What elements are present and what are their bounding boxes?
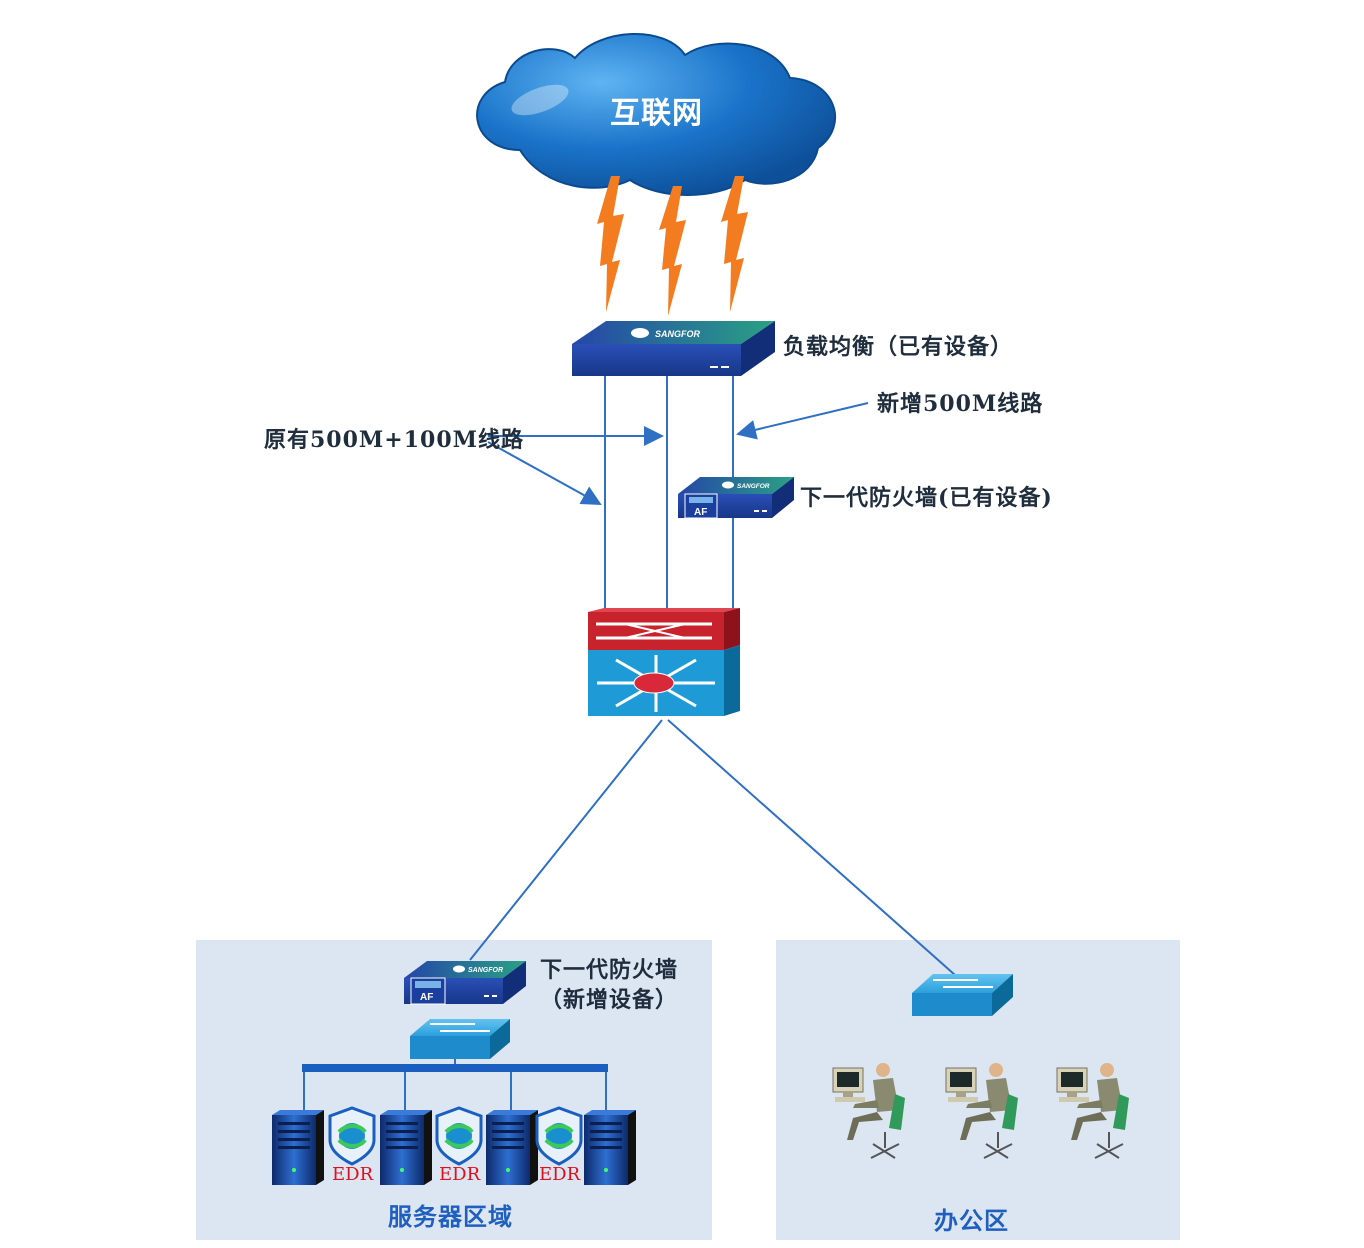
new-line-label: 新增500M线路 — [877, 391, 1044, 417]
link-line — [667, 719, 956, 976]
server-bus — [302, 1059, 608, 1112]
brand-text: SANGFOR — [655, 329, 701, 339]
server-tower-icon — [584, 1110, 636, 1185]
access-switch-office — [912, 974, 1013, 1016]
svg-text:SANGFOR: SANGFOR — [468, 967, 503, 974]
lightning-bolt-icon — [659, 186, 686, 316]
firewall-existing-label: 下一代防火墙(已有设备) — [800, 485, 1053, 511]
lightning-bolt-icon — [721, 176, 748, 312]
internet-cloud — [476, 33, 836, 196]
office-zone-label: 办公区 — [934, 1206, 1009, 1235]
sangfor-logo-icon — [631, 328, 649, 338]
link-line — [469, 719, 663, 961]
downlink-lines — [469, 719, 956, 976]
svg-text:SANGFOR: SANGFOR — [737, 483, 770, 490]
edr-group: EDR EDR EDR — [328, 1106, 583, 1185]
server-zone-label: 服务器区域 — [388, 1202, 513, 1231]
access-switch-server — [410, 1019, 510, 1059]
uplink-lines — [604, 376, 734, 612]
workstation-user-icon — [945, 1063, 1018, 1159]
edr-shield-icon: EDR — [535, 1106, 583, 1185]
edr-badge: EDR — [332, 1164, 374, 1185]
workstation-user-icon — [832, 1063, 905, 1159]
load-balancer-label: 负载均衡（已有设备） — [783, 334, 1014, 360]
server-tower-icon — [272, 1110, 324, 1185]
edr-badge: EDR — [439, 1164, 481, 1185]
firewall-new-label-line2: （新增设备） — [540, 987, 679, 1013]
arrow-original-left — [487, 441, 602, 505]
firewall-existing-device: SANGFOR AF — [678, 477, 794, 519]
sangfor-logo-icon — [722, 481, 734, 489]
server-group — [272, 1110, 636, 1185]
server-tower-icon — [380, 1110, 432, 1185]
edr-shield-icon: EDR — [328, 1106, 376, 1185]
workstation-group — [832, 1063, 1129, 1159]
original-line-label: 原有500M+100M线路 — [264, 427, 524, 453]
sangfor-logo-icon — [453, 965, 465, 973]
workstation-user-icon — [1056, 1063, 1129, 1159]
arrow-new-line — [736, 402, 869, 440]
server-tower-icon — [486, 1110, 538, 1185]
edr-shield-icon: EDR — [435, 1106, 483, 1185]
annotation-arrows — [487, 402, 869, 505]
firewall-new-device: SANGFOR AF — [404, 961, 526, 1005]
load-balancer-device: SANGFOR — [572, 321, 775, 376]
core-switch-device — [588, 608, 740, 716]
edr-badge: EDR — [539, 1164, 581, 1185]
svg-text:AF: AF — [420, 992, 433, 1003]
svg-text:AF: AF — [694, 507, 707, 518]
firewall-new-label-line1: 下一代防火墙 — [540, 957, 679, 983]
lightning-bolt-icon — [597, 176, 624, 312]
internet-label: 互联网 — [610, 96, 703, 131]
